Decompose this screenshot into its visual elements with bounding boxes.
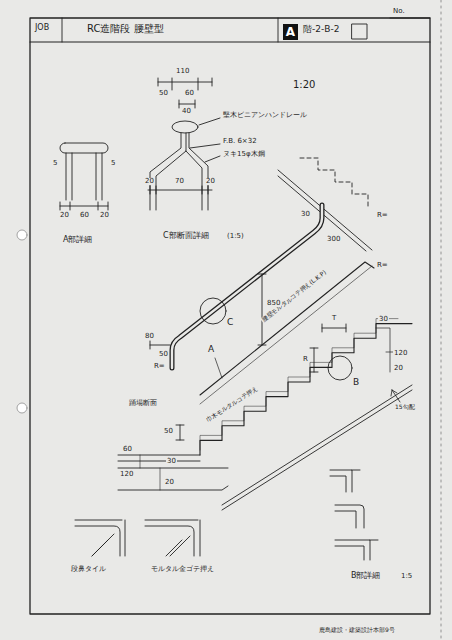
drawing-label: No. (392, 8, 406, 15)
sheet-code-box: A (283, 24, 298, 40)
step-profile (200, 324, 412, 455)
drawing-label: 30 (378, 316, 389, 323)
detail-circle-c (200, 298, 226, 324)
drawing-label: 110 (175, 68, 190, 75)
punch-hole (17, 230, 27, 240)
drawing-label: C部断面詳細 (162, 232, 210, 240)
drawing-label: 60 (122, 446, 133, 453)
drawing-label: 鹿島建設・建築設計本部9号 (318, 627, 396, 633)
a-detail (60, 143, 108, 210)
drawing-label: 30 (300, 211, 311, 218)
drawing-label: 1:20 (292, 80, 316, 91)
step-finish (200, 319, 398, 450)
drawing-label: 300 (326, 236, 341, 243)
drawing-label: 50 (163, 428, 174, 435)
drawing-label: 70 (174, 178, 185, 185)
drawing-label: 20 (59, 212, 70, 219)
drawing-label: B部詳細 (350, 572, 382, 580)
drawing-label: 30 (166, 458, 177, 465)
drawing-label: ヌキ15φ木鋼 (222, 151, 266, 158)
drawing-label: 5 (52, 160, 58, 167)
drawing-label: R (302, 356, 309, 363)
drawing-label: 60 (184, 90, 195, 97)
drawing-label: 1:5 (400, 573, 413, 580)
drawing-label: JOB (34, 24, 50, 32)
drawing-label: R= (376, 262, 389, 269)
drawing-label: A部詳細 (62, 236, 93, 244)
waist-wall-top (200, 262, 374, 395)
landing-slab (118, 455, 228, 490)
drawing-label: 80 (144, 333, 155, 340)
drawing-label: 850 (266, 300, 281, 307)
empty-box (352, 24, 367, 39)
c-section-detail (148, 78, 220, 210)
drawing-label: T (331, 315, 337, 322)
drawing-label: R= (376, 212, 389, 219)
sheet-frame (30, 18, 430, 614)
drawing-label: 120 (393, 350, 408, 357)
drawing-label: 15勾配 (394, 404, 416, 410)
drawing-label: 階-2-B-2 (302, 25, 340, 34)
drawing-label: C (226, 318, 234, 327)
drawing-label: 20 (393, 365, 404, 372)
drawing-label: モルタル金ゴテ押え (150, 566, 215, 573)
stair-steps (200, 319, 412, 455)
stair-soffit (222, 385, 412, 510)
drawing-label: B (352, 378, 360, 387)
drawing-label: R= (153, 363, 166, 370)
drawing-label: A (207, 345, 215, 354)
drawing-label: 堅木ビニアンハンドレール (222, 112, 308, 119)
upper-flight-soffit (278, 170, 372, 251)
dimension-line (310, 324, 346, 372)
drawing-label: 40 (181, 108, 192, 115)
dimension-line (150, 341, 170, 349)
drawing-label: 120 (119, 471, 134, 478)
drawing-label: 20 (99, 212, 110, 219)
dimension-850 (258, 274, 266, 345)
drawing-label: 踊場断面 (128, 400, 158, 407)
drawing-label: (1:5) (226, 233, 245, 240)
sheet-title: RC造階段 腰壁型 (86, 24, 165, 35)
drawing-label: 60 (79, 212, 90, 219)
drawing-label: 段鼻タイル (70, 566, 107, 573)
drawing-label: 5 (110, 160, 116, 167)
b-detail-sketches (330, 470, 378, 560)
drawing-label: 巾木モルタルコテ押え (204, 385, 259, 424)
detail-circle-b (328, 356, 352, 380)
drawing-label: 20 (164, 479, 175, 486)
punch-hole (17, 403, 27, 413)
drawing-label: 50 (158, 351, 169, 358)
drawing-label: 腰壁モルタルコテ押え(L.K.P) (260, 269, 328, 324)
upper-steps-hidden (300, 158, 368, 206)
node-text: A (286, 25, 295, 39)
drawing-label: 20 (144, 178, 155, 185)
nosing-details (75, 520, 200, 556)
drawing-label: 50 (158, 90, 169, 97)
perforation (441, 0, 442, 640)
drawing-label: F.B. 6×32 (222, 138, 258, 145)
drawing-label: 20 (205, 178, 216, 185)
